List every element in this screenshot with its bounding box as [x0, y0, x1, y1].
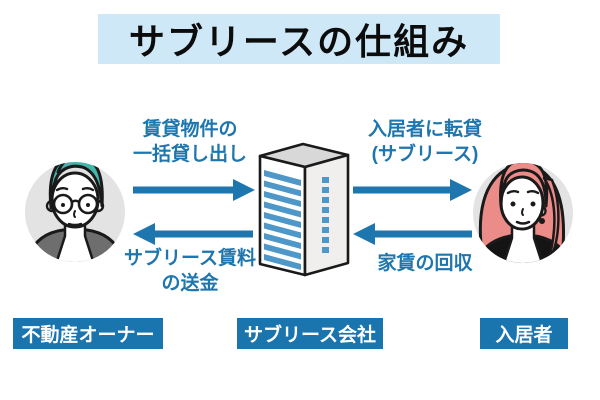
flow-label-line: 賃貸物件の	[142, 119, 238, 140]
owner-glasses-icon	[48, 193, 103, 215]
actor-label-owner: 不動産オーナー	[13, 318, 163, 349]
actor-label-text: 不動産オーナー	[21, 325, 155, 346]
arrow-rent-remit	[133, 223, 253, 245]
actor-label-company: サブリース会社	[237, 318, 383, 349]
flow-label-line: 入居者に転貸	[367, 119, 482, 140]
title-banner: サブリースの仕組み	[98, 14, 500, 64]
arrow-sublease	[353, 179, 472, 201]
tenant-face	[499, 175, 545, 231]
tenant-avatar-icon	[473, 163, 573, 263]
flow-label-lease-out: 賃貸物件の 一括貸し出し	[100, 117, 280, 167]
building-windows-side	[322, 177, 329, 253]
actor-label-text: サブリース会社	[243, 325, 377, 346]
flow-label-line: サブリース賃料	[123, 248, 257, 269]
actor-label-tenant: 入居者	[480, 318, 568, 349]
flow-label-rent-remit: サブリース賃料 の送金	[100, 246, 280, 296]
arrow-lease-out	[133, 179, 255, 201]
tenant-earring	[539, 218, 545, 224]
flow-label-line: 家賃の回収	[377, 253, 473, 274]
flow-label-sublease: 入居者に転貸 (サブリース)	[330, 117, 520, 167]
actor-label-text: 入居者	[495, 325, 553, 346]
flow-label-line: (サブリース)	[371, 144, 479, 166]
page-title: サブリースの仕組み	[128, 21, 470, 62]
flow-label-line: 一括貸し出し	[132, 144, 247, 166]
building-icon	[258, 142, 350, 277]
tenant-hair-front	[499, 163, 549, 208]
owner-hair	[48, 162, 104, 210]
flow-label-line: の送金	[161, 273, 219, 295]
flow-label-rent-collect: 家賃の回収	[335, 251, 515, 276]
building-windows-front	[264, 170, 301, 270]
building-side-face	[303, 153, 350, 277]
arrow-rent-collect	[353, 223, 472, 245]
